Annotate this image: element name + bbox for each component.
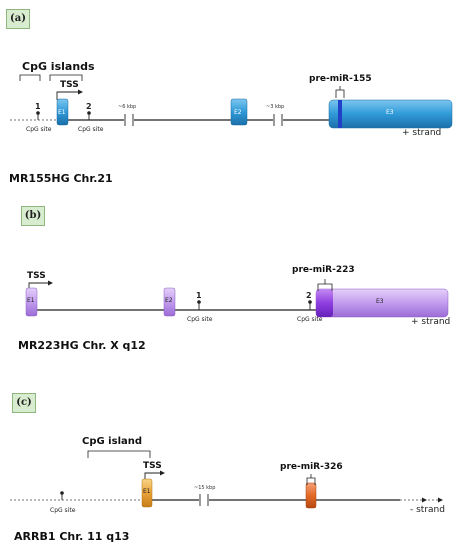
cpg-site-pin-c bbox=[60, 491, 64, 500]
tss-arrow-a bbox=[56, 91, 78, 100]
pre-mir-155-bracket bbox=[335, 89, 345, 98]
panel-c-tag: (c) bbox=[12, 393, 36, 413]
panel-b-drawing bbox=[25, 279, 449, 318]
gap-label-15kbp: ~15 kbp bbox=[194, 485, 216, 491]
break-mark-6kbp bbox=[124, 114, 134, 126]
cpg-site-pin-1 bbox=[36, 111, 40, 120]
exon-3-a bbox=[328, 99, 453, 129]
strand-label-a: + strand bbox=[402, 128, 442, 138]
cpg-site-num-2: 2 bbox=[86, 102, 92, 111]
pre-mir-326-block bbox=[305, 482, 317, 509]
strand-label-c: - strand bbox=[410, 505, 445, 515]
pre-mir-155-band bbox=[338, 100, 342, 128]
gene-caption-c: ARRB1 Chr. 11 q13 bbox=[14, 530, 130, 543]
exon-2-b-label: E2 bbox=[165, 297, 173, 304]
strand-arrow-1 bbox=[422, 497, 427, 503]
cpg-site-pin-2 bbox=[87, 111, 91, 120]
cpg-site-num-b2: 2 bbox=[306, 291, 312, 300]
exon-1-a bbox=[56, 98, 69, 126]
tss-arrow-b bbox=[28, 282, 48, 290]
strand-label-b: + strand bbox=[411, 317, 451, 327]
cpg-site-label-c: CpG site bbox=[50, 507, 76, 514]
exon-1-c-label: E1 bbox=[143, 488, 151, 495]
exon-2-a bbox=[230, 98, 248, 126]
pre-mir-223-label: pre-miR-223 bbox=[292, 265, 355, 275]
cpg-site-label-1: CpG site bbox=[26, 126, 52, 133]
gap-label-3kbp: ~3 kbp bbox=[266, 104, 285, 110]
gene-caption-b: MR223HG Chr. X q12 bbox=[18, 339, 146, 352]
cpg-site-pin-b1 bbox=[197, 300, 201, 310]
exon-1-c bbox=[141, 478, 153, 508]
gap-label-6kbp: ~6 kbp bbox=[118, 104, 137, 110]
exon-2-a-label: E2 bbox=[234, 109, 242, 116]
exon-3-b-label: E3 bbox=[376, 298, 384, 305]
cpg-island-bracket-c bbox=[87, 450, 151, 458]
break-mark-3kbp bbox=[273, 114, 283, 126]
cpg-island-bracket-1 bbox=[19, 74, 41, 81]
panel-b-tag: (b) bbox=[21, 206, 45, 226]
pre-mir-223-segment bbox=[316, 289, 333, 317]
cpg-islands-label: CpG islands bbox=[22, 60, 95, 73]
tss-label-b: TSS bbox=[27, 271, 46, 281]
cpg-site-label-b2: CpG site bbox=[297, 316, 323, 323]
exon-3-a-label: E3 bbox=[386, 109, 394, 116]
tss-label-c: TSS bbox=[143, 461, 162, 471]
strand-arrow-2 bbox=[438, 497, 443, 503]
pre-mir-326-label: pre-miR-326 bbox=[280, 462, 343, 472]
cpg-site-num-b1: 1 bbox=[196, 291, 202, 300]
gene-caption-a: MR155HG Chr.21 bbox=[9, 172, 113, 185]
cpg-island-label-c: CpG island bbox=[82, 436, 143, 447]
panel-a-tag: (a) bbox=[6, 9, 30, 29]
cpg-site-label-2: CpG site bbox=[78, 126, 104, 133]
panel-a-drawing bbox=[10, 74, 453, 129]
exon-1-b-label: E1 bbox=[27, 297, 35, 304]
tss-arrow-c bbox=[144, 472, 160, 480]
pre-mir-155-label: pre-miR-155 bbox=[309, 74, 372, 84]
exon-1-b bbox=[25, 287, 38, 317]
cpg-site-num-1: 1 bbox=[35, 102, 41, 111]
cpg-island-bracket-2 bbox=[49, 74, 83, 81]
exon-2-b bbox=[163, 287, 176, 317]
break-mark-15kbp bbox=[199, 494, 209, 506]
tss-label-a: TSS bbox=[60, 80, 79, 90]
cpg-site-pin-b2 bbox=[308, 300, 312, 310]
cpg-site-label-b1: CpG site bbox=[187, 316, 213, 323]
exon-1-a-label: E1 bbox=[58, 109, 66, 116]
panel-c-drawing bbox=[10, 450, 443, 509]
